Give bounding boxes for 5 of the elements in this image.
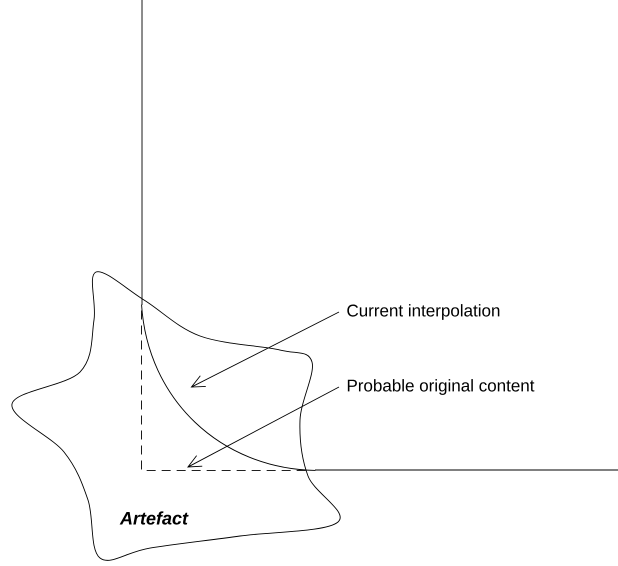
text-label: Current interpolation — [347, 304, 500, 320]
text-label: Probable original content — [348, 379, 534, 395]
leader-line — [187, 386, 340, 468]
artefact-blob: Artefact — [12, 271, 341, 561]
leader-line — [190, 312, 340, 388]
